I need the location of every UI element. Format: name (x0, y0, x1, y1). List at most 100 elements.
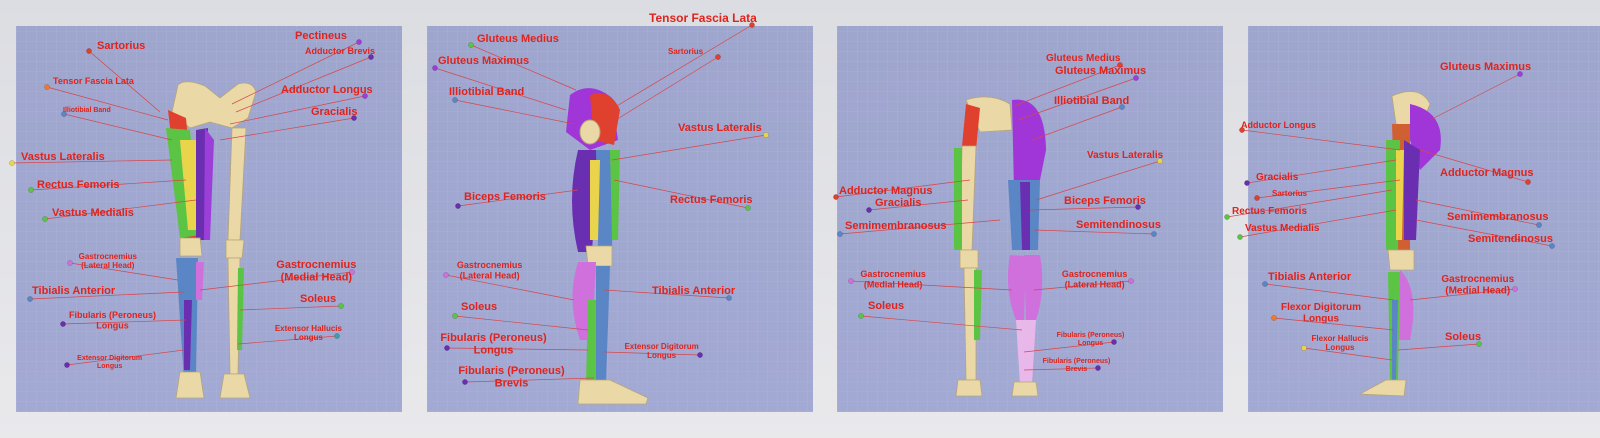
leader-line (1029, 206, 1139, 211)
label-pin-dot (715, 54, 721, 60)
leader-line (63, 113, 173, 141)
label-pin-dot (1111, 339, 1117, 345)
label-pin-dot (1095, 365, 1101, 371)
muscle-label: Fibularis (Peroneus)Brevis (1043, 358, 1111, 373)
leader-line (434, 67, 567, 111)
leader-line (239, 305, 342, 311)
label-pin-dot (745, 205, 751, 211)
leader-line (1256, 179, 1401, 199)
label-pin-dot (749, 22, 755, 28)
label-pin-dot (1237, 234, 1243, 240)
medial-leg-model (1358, 91, 1441, 397)
muscle-label: Soleus (300, 293, 336, 305)
muscle-label: Gastrocnemius(Lateral Head) (1062, 269, 1128, 289)
leader-line (1419, 149, 1529, 183)
muscle-label: Fibularis (Peroneus)Longus (1057, 332, 1125, 347)
label-pin-dot (1512, 286, 1518, 292)
leader-line (237, 335, 338, 345)
muscle-label: Rectus Femoris (670, 194, 753, 206)
muscle-label: Gastrocnemius(Medial Head) (1441, 274, 1514, 297)
leader-line (446, 347, 589, 351)
muscle-label: Tibialis Anterior (32, 285, 116, 297)
muscle-label: Fibularis (Peroneus)Longus (440, 332, 547, 357)
muscle-label: Tibialis Anterior (1268, 271, 1352, 283)
leader-line (1031, 106, 1123, 141)
label-pin-dot (763, 132, 769, 138)
muscle-label: Sartorius (1272, 189, 1308, 198)
muscle-label: Illiotibial Band (449, 86, 524, 98)
muscle-label: Illiotibial Band (1054, 95, 1129, 107)
muscle-label: Adductor Longus (1241, 120, 1316, 130)
label-pin-dot (28, 187, 34, 193)
medial-view-panel (1248, 26, 1600, 412)
label-pin-dot (1536, 222, 1542, 228)
muscle-label: Gracialis (1256, 172, 1299, 183)
leader-line (835, 179, 971, 198)
label-pin-dot (64, 362, 70, 368)
label-pin-dot (1117, 62, 1123, 68)
label-pin-dot (452, 313, 458, 319)
leader-line (850, 280, 1013, 291)
label-pin-dot (1224, 214, 1230, 220)
label-pin-dot (1133, 75, 1139, 81)
label-pin-dot (1254, 195, 1260, 201)
leader-line (11, 159, 173, 164)
leader-line (603, 289, 730, 299)
label-pin-dot (1151, 231, 1157, 237)
label-pin-dot (837, 231, 843, 237)
muscle-label: Gluteus Maximus (438, 55, 529, 67)
leader-line (1246, 159, 1397, 184)
muscle-label: Fibularis (Peroneus)Brevis (458, 365, 565, 390)
leader-line (1273, 317, 1395, 331)
label-pin-dot (67, 260, 73, 266)
muscle-label: Sartorius (668, 47, 704, 56)
label-pin-dot (444, 345, 450, 351)
label-pin-dot (462, 379, 468, 385)
label-pin-dot (833, 194, 839, 200)
label-pin-dot (697, 352, 703, 358)
label-pin-dot (468, 42, 474, 48)
label-pin-dot (362, 93, 368, 99)
leader-line (229, 95, 366, 125)
label-pin-dot (1239, 127, 1245, 133)
label-pin-dot (866, 207, 872, 213)
label-pin-dot (432, 65, 438, 71)
label-pin-dot (356, 39, 362, 45)
label-pin-dot (60, 321, 66, 327)
leader-line (470, 44, 577, 91)
leader-line (609, 24, 753, 111)
muscle-label: Gracialis (311, 106, 357, 118)
muscle-label: Semitendinosus (1076, 219, 1161, 231)
leader-line (44, 199, 197, 220)
muscle-label: Vastus Lateralis (1087, 150, 1164, 161)
leader-line (454, 315, 589, 331)
label-pin-dot (848, 278, 854, 284)
leader-line (1409, 288, 1516, 301)
label-pin-dot (455, 203, 461, 209)
leader-line (1023, 367, 1099, 371)
label-pin-dot (1262, 281, 1268, 287)
muscle-label: Adductor Magnus (1440, 167, 1534, 179)
label-pin-dot (1157, 158, 1163, 164)
muscle-label: Soleus (461, 301, 497, 313)
leader-line (1239, 209, 1397, 238)
label-pin-dot (1244, 180, 1250, 186)
muscle-label: Vastus Lateralis (21, 151, 105, 163)
lateral-leg-model (566, 88, 649, 405)
leader-line (231, 41, 360, 105)
muscle-label: Vastus Medialis (52, 207, 134, 219)
leader-line (235, 56, 372, 113)
label-pin-dot (368, 54, 374, 60)
label-pin-dot (1476, 341, 1482, 347)
label-pin-dot (1135, 204, 1141, 210)
leader-line (605, 56, 719, 127)
anterior-leg-model (166, 81, 257, 399)
muscle-label: Vastus Medialis (1245, 223, 1320, 234)
label-pin-dot (351, 115, 357, 121)
muscle-label: Gastrocnemius(Medial Head) (860, 269, 926, 289)
